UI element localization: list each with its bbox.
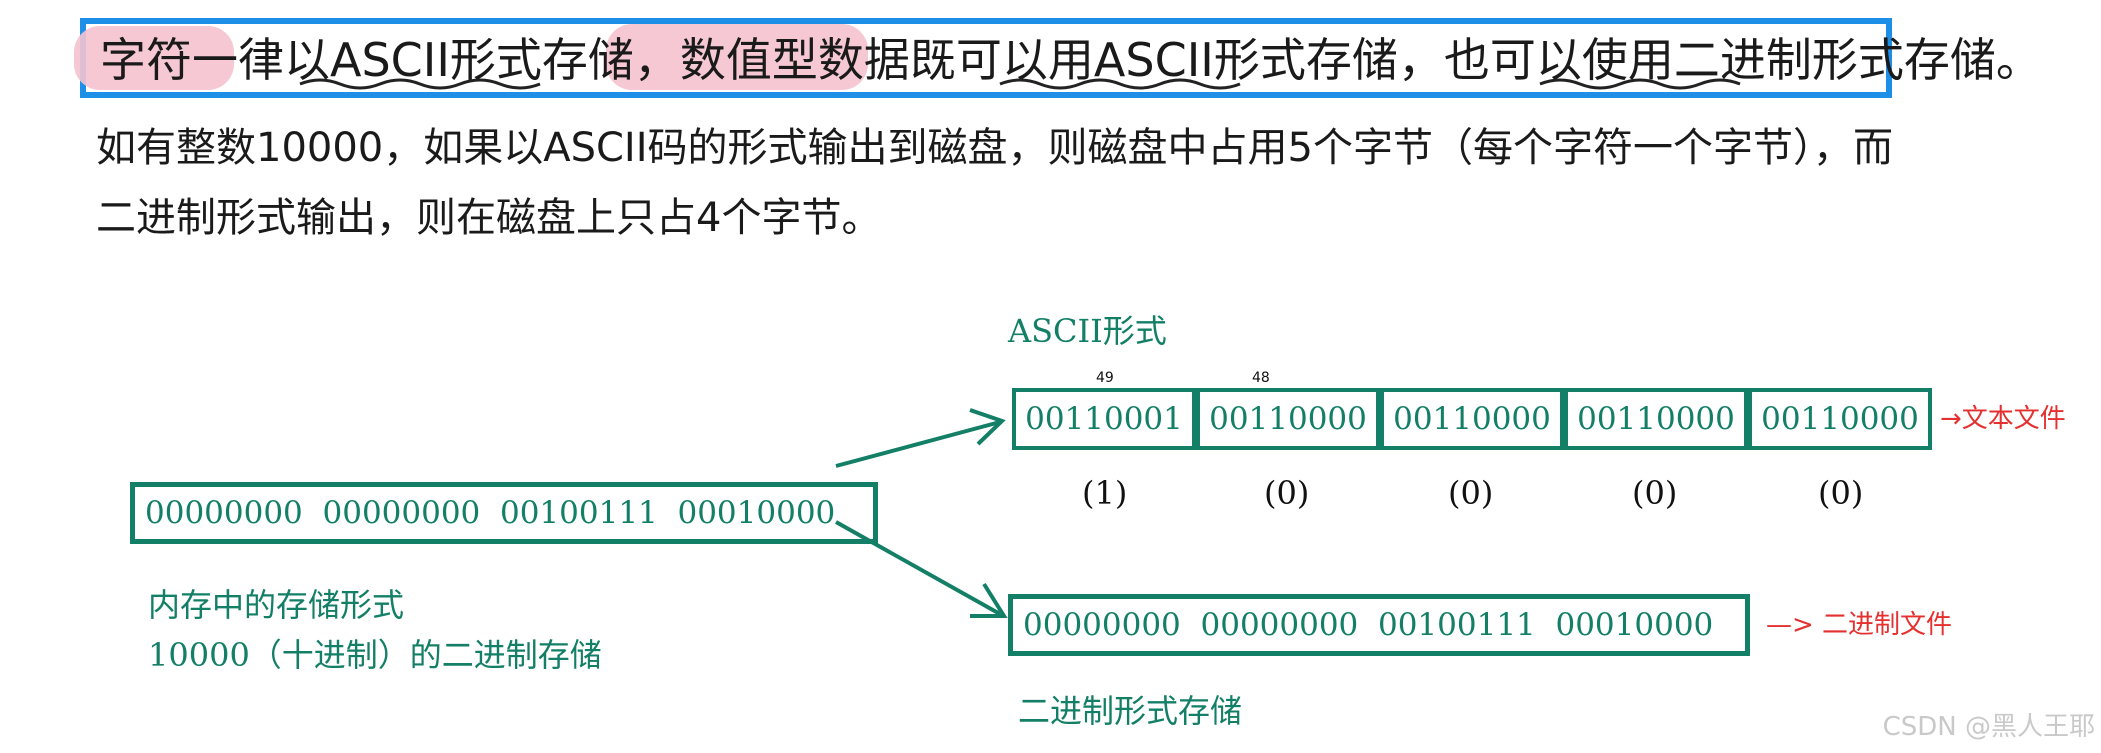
ascii-code-2: 48 — [1252, 370, 1270, 386]
ascii-char-1: (1) — [1082, 474, 1128, 512]
binary-box: 00000000 00000000 00100111 00010000 — [1008, 594, 1750, 656]
ascii-code-1: 49 — [1096, 370, 1114, 386]
ascii-char-4: (0) — [1632, 474, 1678, 512]
memory-label: 内存中的存储形式 — [148, 586, 405, 624]
ascii-char-2: (0) — [1264, 474, 1310, 512]
highlight-char — [74, 26, 234, 90]
top-sentence: 字符一律以ASCII形式存储，数值型数据既可以用ASCII形式存储，也可以使用二… — [100, 33, 2042, 87]
highlight-numeric — [606, 24, 868, 90]
ascii-byte-3: 00110000 — [1380, 388, 1564, 450]
paragraph-line2: 二进制形式输出，则在磁盘上只占4个字节。 — [96, 195, 882, 241]
binary-file-note: —> 二进制文件 — [1766, 610, 1953, 640]
memory-box: 00000000 00000000 00100111 00010000 — [130, 482, 878, 544]
ascii-char-5: (0) — [1818, 474, 1864, 512]
ascii-byte-2: 00110000 — [1196, 388, 1380, 450]
binary-label: 二进制形式存储 — [1018, 692, 1243, 730]
memory-binary-label: 10000（十进制）的二进制存储 — [148, 636, 602, 674]
watermark: CSDN @黑人王耶 — [1882, 712, 2095, 742]
ascii-text-file-note: →文本文件 — [1940, 404, 2066, 434]
paragraph-line1: 如有整数10000，如果以ASCII码的形式输出到磁盘，则磁盘中占用5个字节（每… — [96, 125, 1893, 171]
ascii-char-3: (0) — [1448, 474, 1494, 512]
ascii-title: ASCII形式 — [1008, 312, 1167, 350]
ascii-byte-4: 00110000 — [1564, 388, 1748, 450]
top-sentence-box: 字符一律以ASCII形式存储，数值型数据既可以用ASCII形式存储，也可以使用二… — [74, 18, 2042, 98]
ascii-byte-1: 00110001 — [1012, 388, 1196, 450]
ascii-byte-5: 00110000 — [1748, 388, 1932, 450]
